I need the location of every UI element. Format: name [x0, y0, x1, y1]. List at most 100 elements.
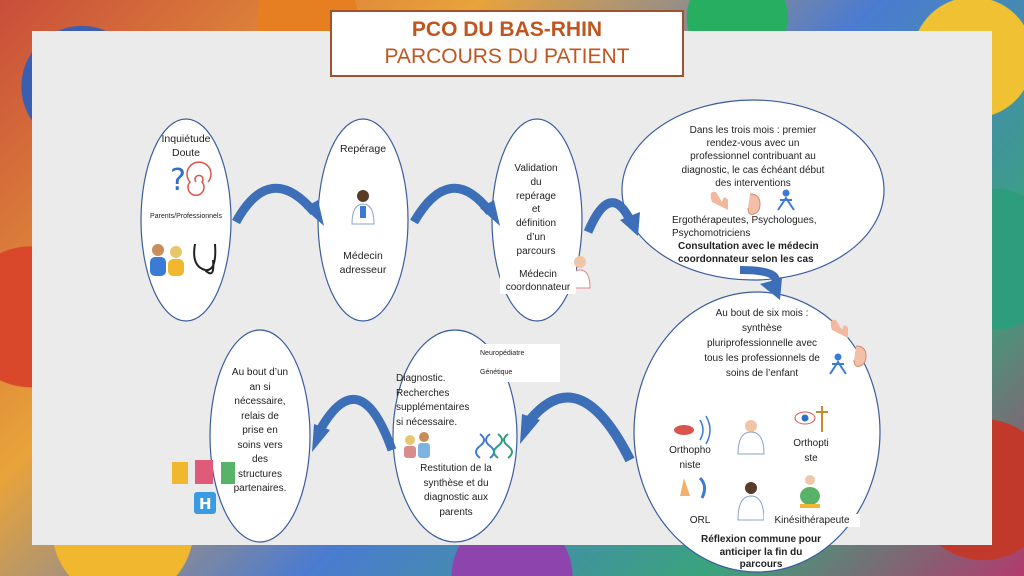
question-mark-icon: ? — [170, 163, 186, 198]
screening-line-1: Médecin — [343, 250, 383, 262]
three-months-line-2: rendez-vous avec un — [706, 138, 800, 150]
diagnostic-line-4: si nécessaire. — [396, 416, 458, 428]
coordinator-line-2: coordonnateur — [505, 282, 571, 294]
kine-label: Kinésithérapeute — [764, 514, 860, 528]
nose-icon — [680, 476, 707, 499]
person-icon — [777, 189, 795, 211]
diagnostic-text: Diagnostic. Recherches supplémentaires s… — [396, 372, 506, 430]
one-year-line-2: an si — [249, 381, 271, 393]
three-months-text: Dans les trois mois : premier rendez-vou… — [680, 124, 826, 190]
arrow-4 — [739, 266, 782, 300]
restitution-line-3: diagnostic aux — [424, 492, 488, 503]
orthophoniste-line-2: niste — [679, 460, 701, 471]
three-months-line-3: professionnel contribuant au — [690, 151, 816, 163]
one-year-line-5: prise en — [242, 425, 278, 436]
doctor-icon — [351, 190, 375, 225]
specialists-box: Neuropédiatre Génétique — [476, 344, 560, 382]
spiral-icon — [186, 161, 212, 197]
validation-line-6: d’un — [526, 231, 546, 243]
reflexion-line-2: anticiper la fin du — [719, 546, 803, 558]
node-six-months-ellipse — [633, 291, 881, 573]
node-one-year-ellipse — [209, 329, 311, 543]
node-diagnostic-ellipse — [392, 329, 518, 543]
title-line-1: PCO DU BAS-RHIN — [411, 18, 603, 41]
node-three-months-ellipse — [621, 99, 885, 281]
validation-line-5: définition — [515, 218, 557, 230]
orthophoniste-label: Orthopho niste — [662, 443, 718, 473]
specialist-2: Génétique — [480, 369, 513, 376]
one-year-line-9: partenaires. — [233, 483, 287, 494]
validation-text: Validation du repérage et définition d’u… — [500, 162, 572, 259]
one-year-line-4: relais de — [241, 410, 279, 422]
coordinator-line-1: Médecin — [519, 269, 557, 280]
three-months-consultation: Consultation avec le médecin coordonnate… — [678, 240, 838, 266]
buildings-icon — [172, 460, 235, 484]
one-year-line-8: structures — [238, 468, 282, 480]
person-icon-2 — [829, 353, 847, 375]
hand-icon-2 — [830, 319, 848, 338]
one-year-line-1: Au bout d’un — [231, 367, 289, 378]
node-worry-text: Inquiétude Doute — [150, 133, 222, 161]
six-months-line-5: soins de l’enfant — [725, 368, 799, 379]
three-months-line-1: Dans les trois mois : premier — [689, 125, 817, 136]
worry-line-1: Inquiétude — [161, 133, 211, 145]
validation-coordinator: Médecin coordonnateur — [500, 268, 576, 295]
reflexion-line-3: parcours — [739, 559, 783, 570]
six-months-text: Au bout de six mois : synthèse pluriprof… — [694, 306, 830, 381]
orthoptiste-line-1: Orthopti — [793, 438, 829, 449]
six-months-line-3: pluriprofessionnelle avec — [706, 338, 818, 349]
orl-label: ORL — [689, 515, 711, 526]
diagnostic-line-2: Recherches — [396, 387, 450, 399]
validation-line-4: et — [531, 204, 541, 216]
doctor-icon-2 — [737, 420, 765, 455]
professions-line-1: Ergothérapeutes, Psychologues, — [672, 215, 817, 226]
arrow-1 — [232, 183, 324, 226]
validation-line-1: Validation — [514, 163, 558, 174]
three-months-line-5: des interventions — [715, 177, 791, 189]
consultation-line-2: coordonnateur selon les cas — [678, 254, 814, 266]
restitution-line-1: Restitution de la — [420, 463, 492, 474]
validation-line-2: du — [530, 176, 542, 188]
one-year-line-3: nécessaire, — [234, 396, 286, 407]
screening-title: Repérage — [339, 143, 387, 155]
dna-icon — [475, 433, 513, 459]
screening-line-2: adresseur — [339, 263, 387, 276]
diagnostic-line-1: Diagnostic. — [396, 373, 446, 384]
restitution-text: Restitution de la synthèse et du diagnos… — [398, 462, 514, 520]
six-months-line-2: synthèse — [741, 323, 783, 334]
title-line-2: PARCOURS DU PATIENT — [384, 45, 630, 68]
specialist-1: Neuropédiatre — [480, 350, 525, 357]
three-months-line-4: diagnostic, le cas échéant début — [681, 164, 825, 176]
orthoptiste-label: Orthopti ste — [786, 436, 836, 466]
six-months-line-4: tous les professionnels de — [704, 353, 820, 364]
validation-line-7: parcours — [516, 245, 556, 257]
arrow-6 — [312, 394, 397, 452]
screening-text: Médecin adresseur — [328, 250, 398, 278]
svg-text:H: H — [199, 495, 212, 513]
hospital-icon: H — [194, 492, 216, 514]
title-box: PCO DU BAS-RHIN PARCOURS DU PATIENT — [330, 10, 684, 77]
mouth-icon — [674, 415, 711, 445]
validation-line-3: repérage — [515, 190, 557, 202]
one-year-text: Au bout d’un an si nécessaire, relais de… — [222, 366, 298, 497]
child-icon — [800, 475, 820, 508]
reflexion-line-1: Réflexion commune pour — [700, 534, 821, 545]
worry-line-2: Doute — [171, 146, 201, 159]
ear-icon-2 — [853, 345, 867, 367]
reflexion-text: Réflexion commune pour anticiper la fin … — [686, 534, 836, 572]
one-year-line-6: soins vers — [237, 439, 283, 451]
orthophoniste-line-1: Orthopho — [669, 445, 711, 456]
hand-icon — [710, 191, 728, 210]
parents-child-icon — [404, 432, 430, 458]
one-year-line-7: des — [251, 454, 269, 465]
arrow-2 — [410, 183, 500, 226]
eye-icon — [794, 406, 828, 432]
restitution-line-4: parents — [439, 506, 473, 518]
restitution-line-2: synthèse et du — [423, 477, 489, 489]
diagnostic-line-3: supplémentaires — [396, 402, 470, 413]
worry-sub: Parents/Professionnels — [150, 213, 222, 220]
ear-icon — [747, 193, 761, 215]
doctor-icon-3 — [737, 482, 765, 521]
professions-line-2: Psychomotriciens — [672, 228, 751, 240]
three-months-professions: Ergothérapeutes, Psychologues, Psychomot… — [672, 214, 832, 240]
